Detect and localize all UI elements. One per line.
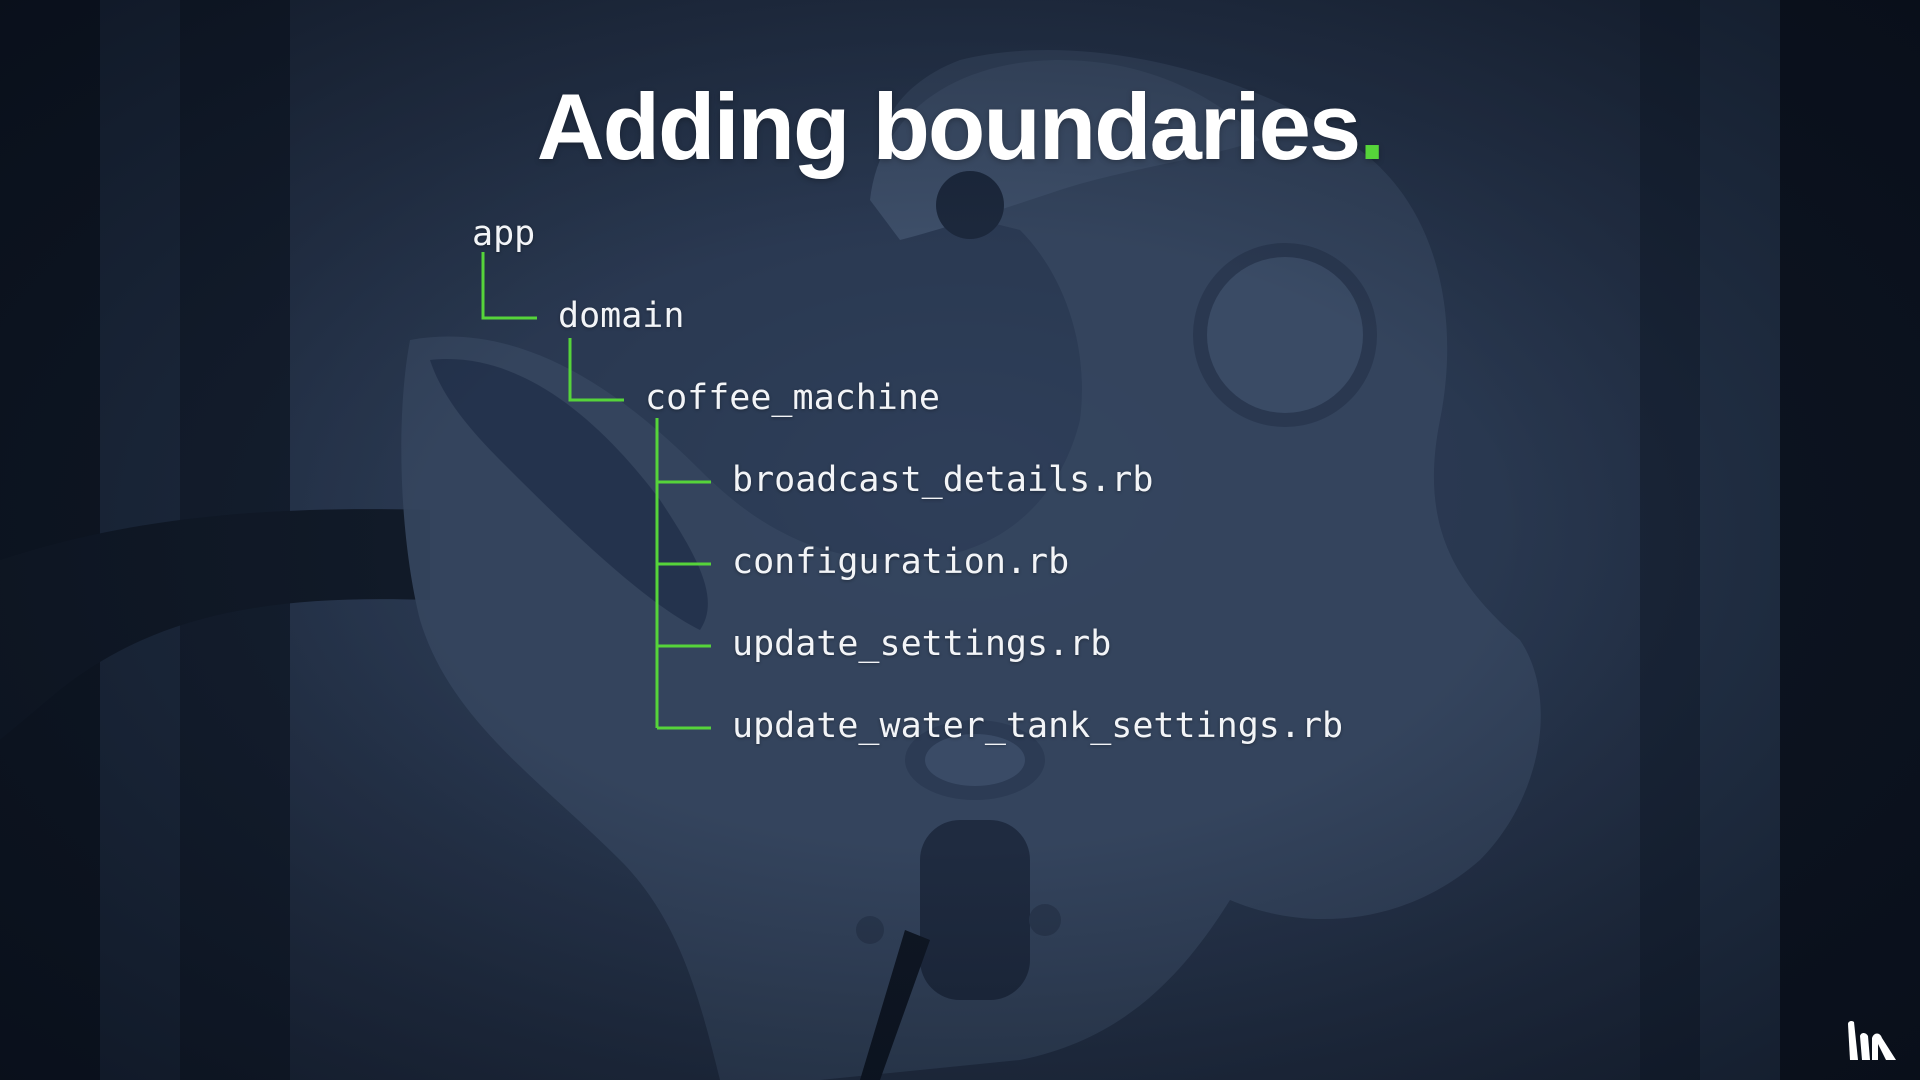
slide-title: Adding boundaries.: [0, 72, 1920, 182]
title-text: Adding boundaries: [536, 74, 1361, 179]
tree-node-coffee-machine: coffee_machine: [645, 378, 941, 418]
tree-file-configuration: configuration.rb: [732, 542, 1070, 582]
tree-node-app: app: [472, 214, 536, 254]
tree-file-broadcast-details: broadcast_details.rb: [732, 460, 1154, 500]
connector-domain-coffee: [568, 338, 624, 402]
connector-app-domain: [481, 252, 537, 320]
brand-logo-icon: [1848, 1020, 1896, 1060]
title-accent-dot: .: [1359, 74, 1385, 179]
tree-file-update-settings: update_settings.rb: [732, 624, 1112, 664]
tree-file-update-water-tank-settings: update_water_tank_settings.rb: [732, 706, 1344, 746]
tree-node-domain: domain: [558, 296, 685, 336]
